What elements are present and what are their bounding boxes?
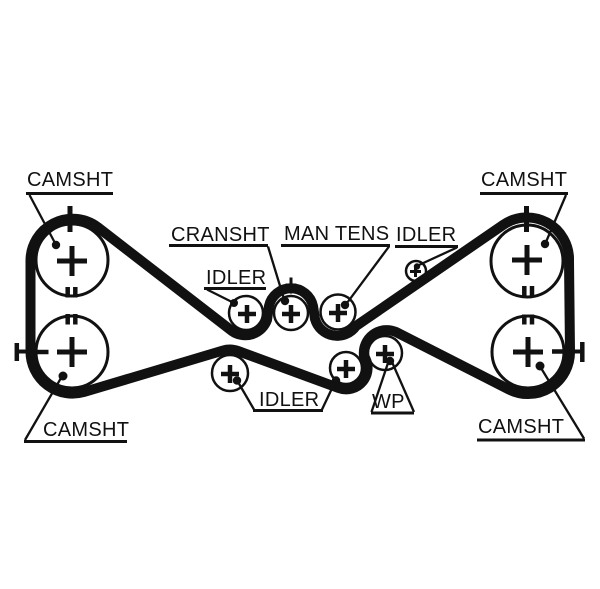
leader-dot-idler-mid	[230, 299, 238, 307]
leader-dot-cransht	[280, 296, 290, 306]
leader-wp-right	[390, 361, 416, 413]
timing-belt	[25, 212, 576, 400]
leader-dot-wp	[385, 356, 395, 366]
leader-dot-camsht-tl	[51, 240, 61, 250]
leader-dot-camsht-br	[535, 361, 545, 371]
label-camshaft-top-right: CAMSHT	[481, 169, 567, 191]
crankshaft-arrow-icon	[285, 277, 297, 295]
leader-camsht-tl	[28, 194, 57, 244]
leader-camsht-tr	[544, 194, 568, 243]
label-crankshaft: CRANSHT	[171, 224, 270, 246]
leader-dot-man-tens	[340, 300, 350, 310]
leader-dot-idler-lower-left	[232, 376, 242, 385]
label-idler-upper-right: IDLER	[396, 224, 456, 246]
label-water-pump: WP	[372, 391, 405, 413]
leader-idler-mid	[206, 288, 233, 304]
leader-idler-lower-left	[237, 381, 255, 411]
label-camshaft-top-left: CAMSHT	[27, 169, 113, 191]
leader-dot-camsht-tr	[540, 239, 550, 249]
leader-dot-idler-lower-right	[331, 376, 341, 385]
leader-wp-left	[370, 362, 390, 413]
label-camshaft-bottom-left: CAMSHT	[43, 419, 129, 441]
label-manual-tensioner: MAN TENS	[284, 223, 389, 245]
leader-dots	[51, 239, 550, 385]
leader-lines	[24, 192, 585, 443]
leader-idler-lower-right	[320, 381, 337, 410]
leader-idler-right	[418, 246, 458, 267]
leader-dot-camsht-bl	[58, 371, 68, 381]
leader-dot-idler-right	[413, 263, 421, 270]
label-idler-lower: IDLER	[259, 389, 319, 411]
leader-camsht-bl	[24, 377, 62, 441]
leader-camsht-br	[540, 367, 585, 440]
pulley-center-crosses	[57, 245, 543, 383]
crankshaft-arrow-head	[285, 283, 297, 295]
label-camshaft-bottom-right: CAMSHT	[478, 416, 564, 438]
leader-man-tens	[346, 245, 390, 304]
leader-cransht	[266, 246, 286, 300]
label-idler-upper-mid: IDLER	[206, 267, 266, 289]
pulleys	[34, 222, 566, 393]
